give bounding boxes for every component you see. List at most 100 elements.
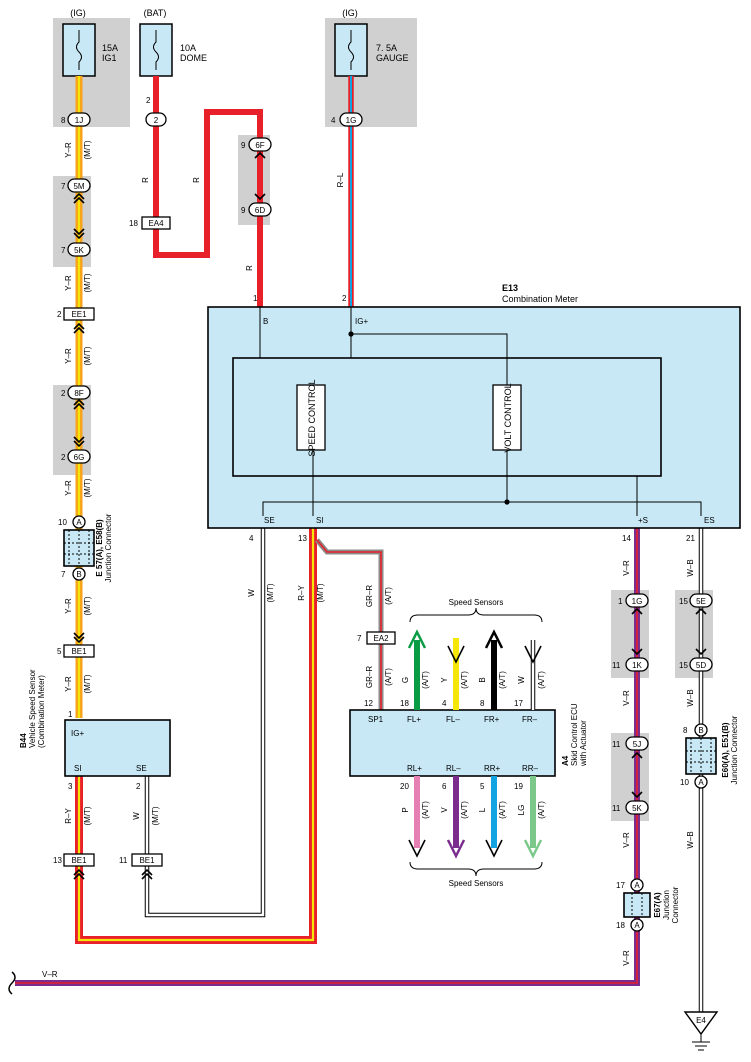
svg-text:2: 2 xyxy=(61,389,66,398)
svg-text:(A/T): (A/T) xyxy=(384,587,393,605)
svg-text:5M: 5M xyxy=(73,182,84,191)
svg-text:7: 7 xyxy=(61,182,66,191)
svg-text:EA2: EA2 xyxy=(373,634,389,643)
fuse-gauge: (IG) 7. 5A GAUGE xyxy=(334,8,409,77)
svg-text:4: 4 xyxy=(331,116,336,125)
svg-text:10: 10 xyxy=(58,518,67,527)
svg-text:5J: 5J xyxy=(633,740,641,749)
svg-text:(A/T): (A/T) xyxy=(498,801,507,819)
svg-text:8: 8 xyxy=(683,726,688,735)
junction-e60-name: Junction Connector xyxy=(730,715,739,784)
svg-text:GR–R: GR–R xyxy=(365,585,374,607)
svg-text:1: 1 xyxy=(618,597,623,606)
svg-text:BE1: BE1 xyxy=(71,856,87,865)
svg-text:13: 13 xyxy=(53,856,62,865)
svg-text:(IG): (IG) xyxy=(70,8,86,18)
ground-e4: E4 xyxy=(683,1011,719,1051)
svg-text:R: R xyxy=(141,177,150,183)
svg-text:A: A xyxy=(698,778,704,787)
svg-text:8: 8 xyxy=(61,116,66,125)
svg-text:2: 2 xyxy=(146,96,151,105)
svg-text:(M/T): (M/T) xyxy=(316,583,325,602)
svg-text:(M/T): (M/T) xyxy=(83,674,92,693)
speed-sensor-braces: Speed Sensors Speed Sensors xyxy=(409,598,543,888)
svg-text:EE1: EE1 xyxy=(71,310,87,319)
svg-text:2: 2 xyxy=(154,116,159,125)
svg-text:(A/T): (A/T) xyxy=(421,671,430,689)
wire-color-labels: Y–R (M/T) Y–R (M/T) Y–R (M/T) Y–R (M/T) … xyxy=(42,140,695,979)
svg-text:20: 20 xyxy=(400,782,409,791)
svg-text:2: 2 xyxy=(342,294,347,303)
svg-text:R–L: R–L xyxy=(336,172,345,187)
svg-text:11: 11 xyxy=(612,661,621,670)
svg-text:Y–R: Y–R xyxy=(64,348,73,364)
svg-text:GAUGE: GAUGE xyxy=(376,53,409,63)
svg-text:5K: 5K xyxy=(632,804,642,813)
svg-text:1G: 1G xyxy=(632,597,643,606)
svg-text:15A: 15A xyxy=(102,43,118,53)
svg-text:21: 21 xyxy=(686,534,695,543)
svg-text:10A: 10A xyxy=(180,43,196,53)
svg-text:Combination Meter: Combination Meter xyxy=(502,294,578,304)
svg-text:BE1: BE1 xyxy=(139,856,155,865)
svg-text:11: 11 xyxy=(119,856,128,865)
svg-text:1K: 1K xyxy=(632,661,642,670)
svg-text:R: R xyxy=(245,265,254,271)
svg-text:+S: +S xyxy=(638,516,648,525)
svg-text:FR+: FR+ xyxy=(484,715,500,724)
svg-text:19: 19 xyxy=(514,782,523,791)
svg-text:15: 15 xyxy=(679,661,688,670)
svg-text:R–Y: R–Y xyxy=(64,808,73,824)
svg-text:3: 3 xyxy=(68,782,73,791)
svg-text:SE: SE xyxy=(264,516,275,525)
svg-text:7. 5A: 7. 5A xyxy=(376,43,397,53)
wires xyxy=(15,76,704,1012)
svg-text:W–B: W–B xyxy=(686,831,695,848)
svg-text:5E: 5E xyxy=(696,597,706,606)
svg-text:11: 11 xyxy=(612,740,621,749)
svg-text:6D: 6D xyxy=(255,206,265,215)
svg-text:4: 4 xyxy=(249,534,254,543)
svg-text:Y–R: Y–R xyxy=(64,275,73,291)
svg-text:(M/T): (M/T) xyxy=(83,346,92,365)
fuse-dome: (BAT) 10A DOME xyxy=(139,8,207,77)
svg-text:8: 8 xyxy=(480,699,485,708)
svg-text:W: W xyxy=(132,812,141,820)
svg-text:1J: 1J xyxy=(75,116,83,125)
svg-text:SI: SI xyxy=(74,764,82,773)
junction-e60-code: E60(A), E51(B) xyxy=(721,722,730,777)
svg-text:V–R: V–R xyxy=(622,560,631,576)
svg-text:8F: 8F xyxy=(74,389,83,398)
svg-text:SP1: SP1 xyxy=(368,715,384,724)
wire-break-mark xyxy=(8,971,16,995)
skid-control-ecu: SP1 FL+ FL– FR+ FR– RL+ RL– RR+ RR– A4 S… xyxy=(349,699,588,791)
svg-text:Vehicle Speed Sensor: Vehicle Speed Sensor xyxy=(28,669,37,748)
svg-text:(A/T): (A/T) xyxy=(460,671,469,689)
svg-text:(A/T): (A/T) xyxy=(498,671,507,689)
svg-text:W: W xyxy=(247,589,256,597)
svg-text:4: 4 xyxy=(442,699,447,708)
svg-text:7: 7 xyxy=(61,246,66,255)
svg-text:(M/T): (M/T) xyxy=(83,273,92,292)
svg-text:W–B: W–B xyxy=(686,559,695,576)
svg-text:A4: A4 xyxy=(561,755,570,766)
fuse-ig1: (IG) 15A IG1 xyxy=(62,8,118,77)
svg-text:E13: E13 xyxy=(502,283,518,293)
svg-text:5K: 5K xyxy=(74,246,84,255)
svg-text:18: 18 xyxy=(616,921,625,930)
svg-text:B: B xyxy=(76,570,81,579)
svg-text:Y–R: Y–R xyxy=(64,480,73,496)
svg-text:14: 14 xyxy=(622,534,631,543)
svg-text:11: 11 xyxy=(612,804,621,813)
junction-e67-code: E67(A) xyxy=(653,892,662,918)
svg-text:RL–: RL– xyxy=(446,764,461,773)
svg-text:9: 9 xyxy=(241,141,246,150)
svg-text:5: 5 xyxy=(57,647,62,656)
svg-text:SI: SI xyxy=(316,516,324,525)
svg-text:(A/T): (A/T) xyxy=(537,801,546,819)
svg-text:(BAT): (BAT) xyxy=(144,8,167,18)
svg-text:R: R xyxy=(192,177,201,183)
svg-text:Speed Sensors: Speed Sensors xyxy=(449,598,504,607)
combination-meter: E13 Combination Meter SPEED CONTROL VOLT… xyxy=(207,283,741,543)
